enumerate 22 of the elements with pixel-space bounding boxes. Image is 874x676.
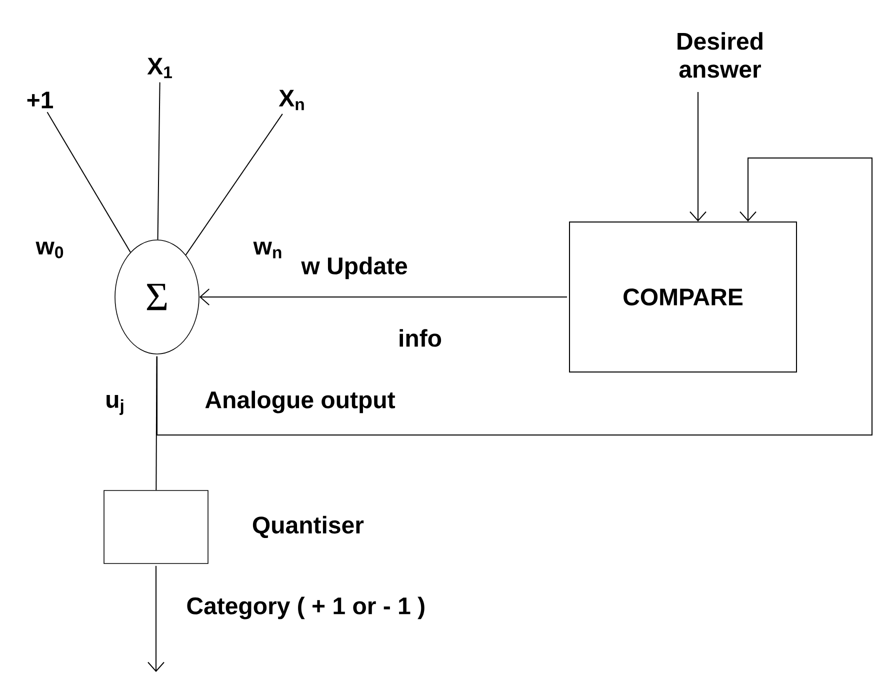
connector-line <box>46 112 131 253</box>
label: w$_{n}$ <box>253 242 282 258</box>
arrow <box>690 92 706 222</box>
arrow <box>199 288 568 306</box>
connector-line <box>157 82 160 240</box>
edge-label: Category ( + 1 or - 1 ) <box>185 596 427 620</box>
input-label: X$_{1}$ <box>147 58 172 78</box>
edge-label: w Update <box>300 256 409 280</box>
label: Analogue output <box>205 390 396 414</box>
input-label: X$_{n}$ <box>278 90 304 110</box>
arrow <box>148 565 164 672</box>
input-label: +1 <box>27 92 54 108</box>
input-label: Desired answer <box>678 32 762 78</box>
compare-box: COMPARE <box>569 222 797 372</box>
connector-line <box>185 113 283 256</box>
connector-line <box>156 356 158 491</box>
quantiser-box <box>104 490 208 564</box>
node-caption: Quantiser <box>252 516 364 538</box>
arrow <box>156 158 872 436</box>
label: info <box>400 329 442 347</box>
label: u$_{j}$ <box>106 395 124 415</box>
label: w$_{0}$ <box>36 242 64 258</box>
